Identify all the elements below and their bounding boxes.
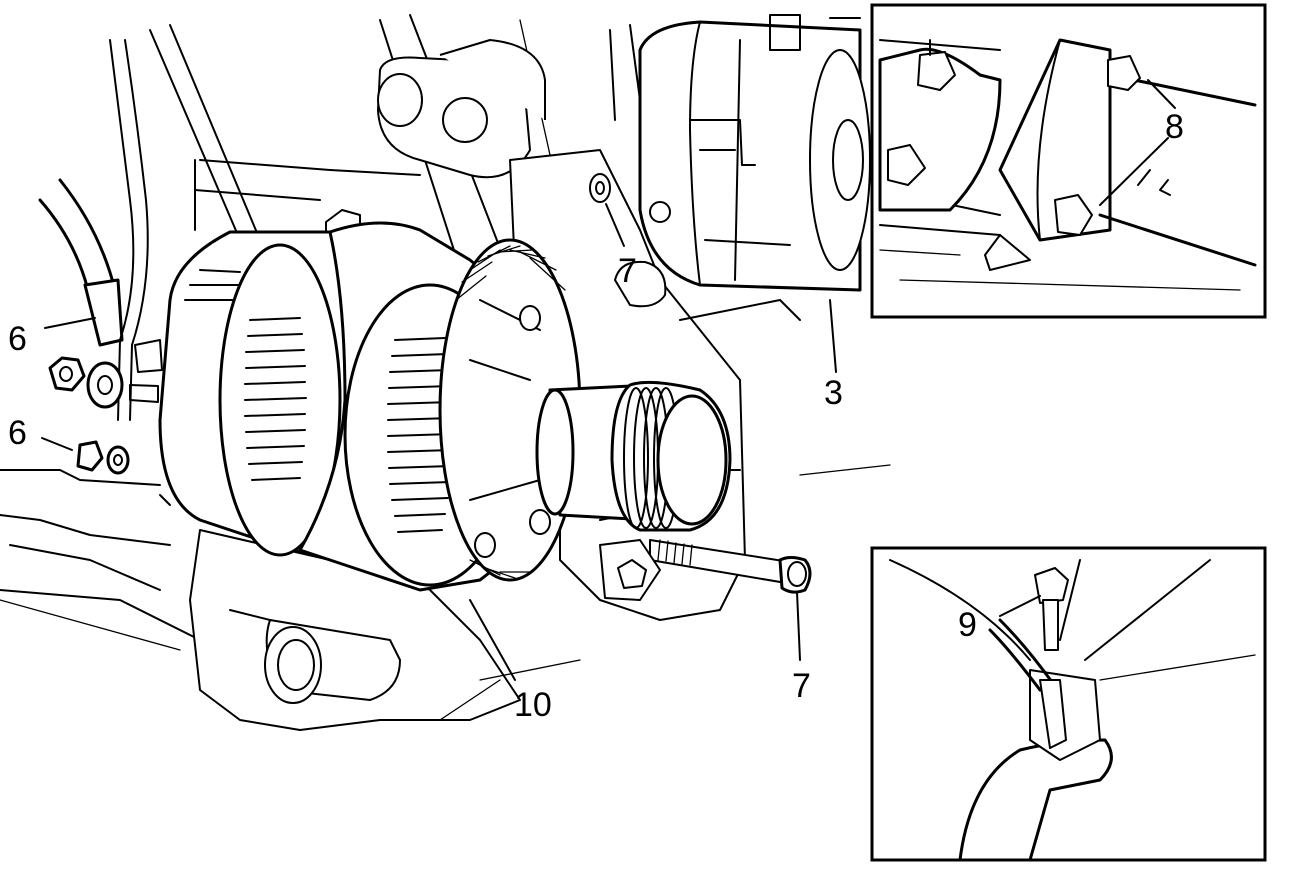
callout-10: 10 bbox=[514, 686, 552, 724]
fan-blades bbox=[455, 245, 566, 579]
callout-labels: 6 6 7 3 7 10 8 9 bbox=[8, 108, 1184, 724]
callout-9: 9 bbox=[958, 606, 977, 644]
inset-detail-cable-clamp bbox=[870, 546, 1267, 862]
leader-lines bbox=[41, 203, 891, 681]
callout-6-lower: 6 bbox=[8, 414, 27, 452]
callout-3: 3 bbox=[824, 374, 843, 412]
alternator bbox=[129, 221, 732, 592]
hex-nut-lower bbox=[76, 440, 104, 472]
rear-cooling-slots bbox=[244, 317, 307, 481]
bolt-threads bbox=[657, 539, 693, 566]
callout-6-upper: 6 bbox=[8, 320, 27, 358]
callout-7-lower: 7 bbox=[792, 667, 811, 705]
inset-detail-terminal-nuts bbox=[870, 3, 1267, 319]
callout-8: 8 bbox=[1165, 108, 1184, 146]
battery-cables bbox=[38, 39, 149, 475]
mounting-bolt bbox=[599, 539, 812, 601]
callout-7-upper: 7 bbox=[618, 252, 637, 290]
